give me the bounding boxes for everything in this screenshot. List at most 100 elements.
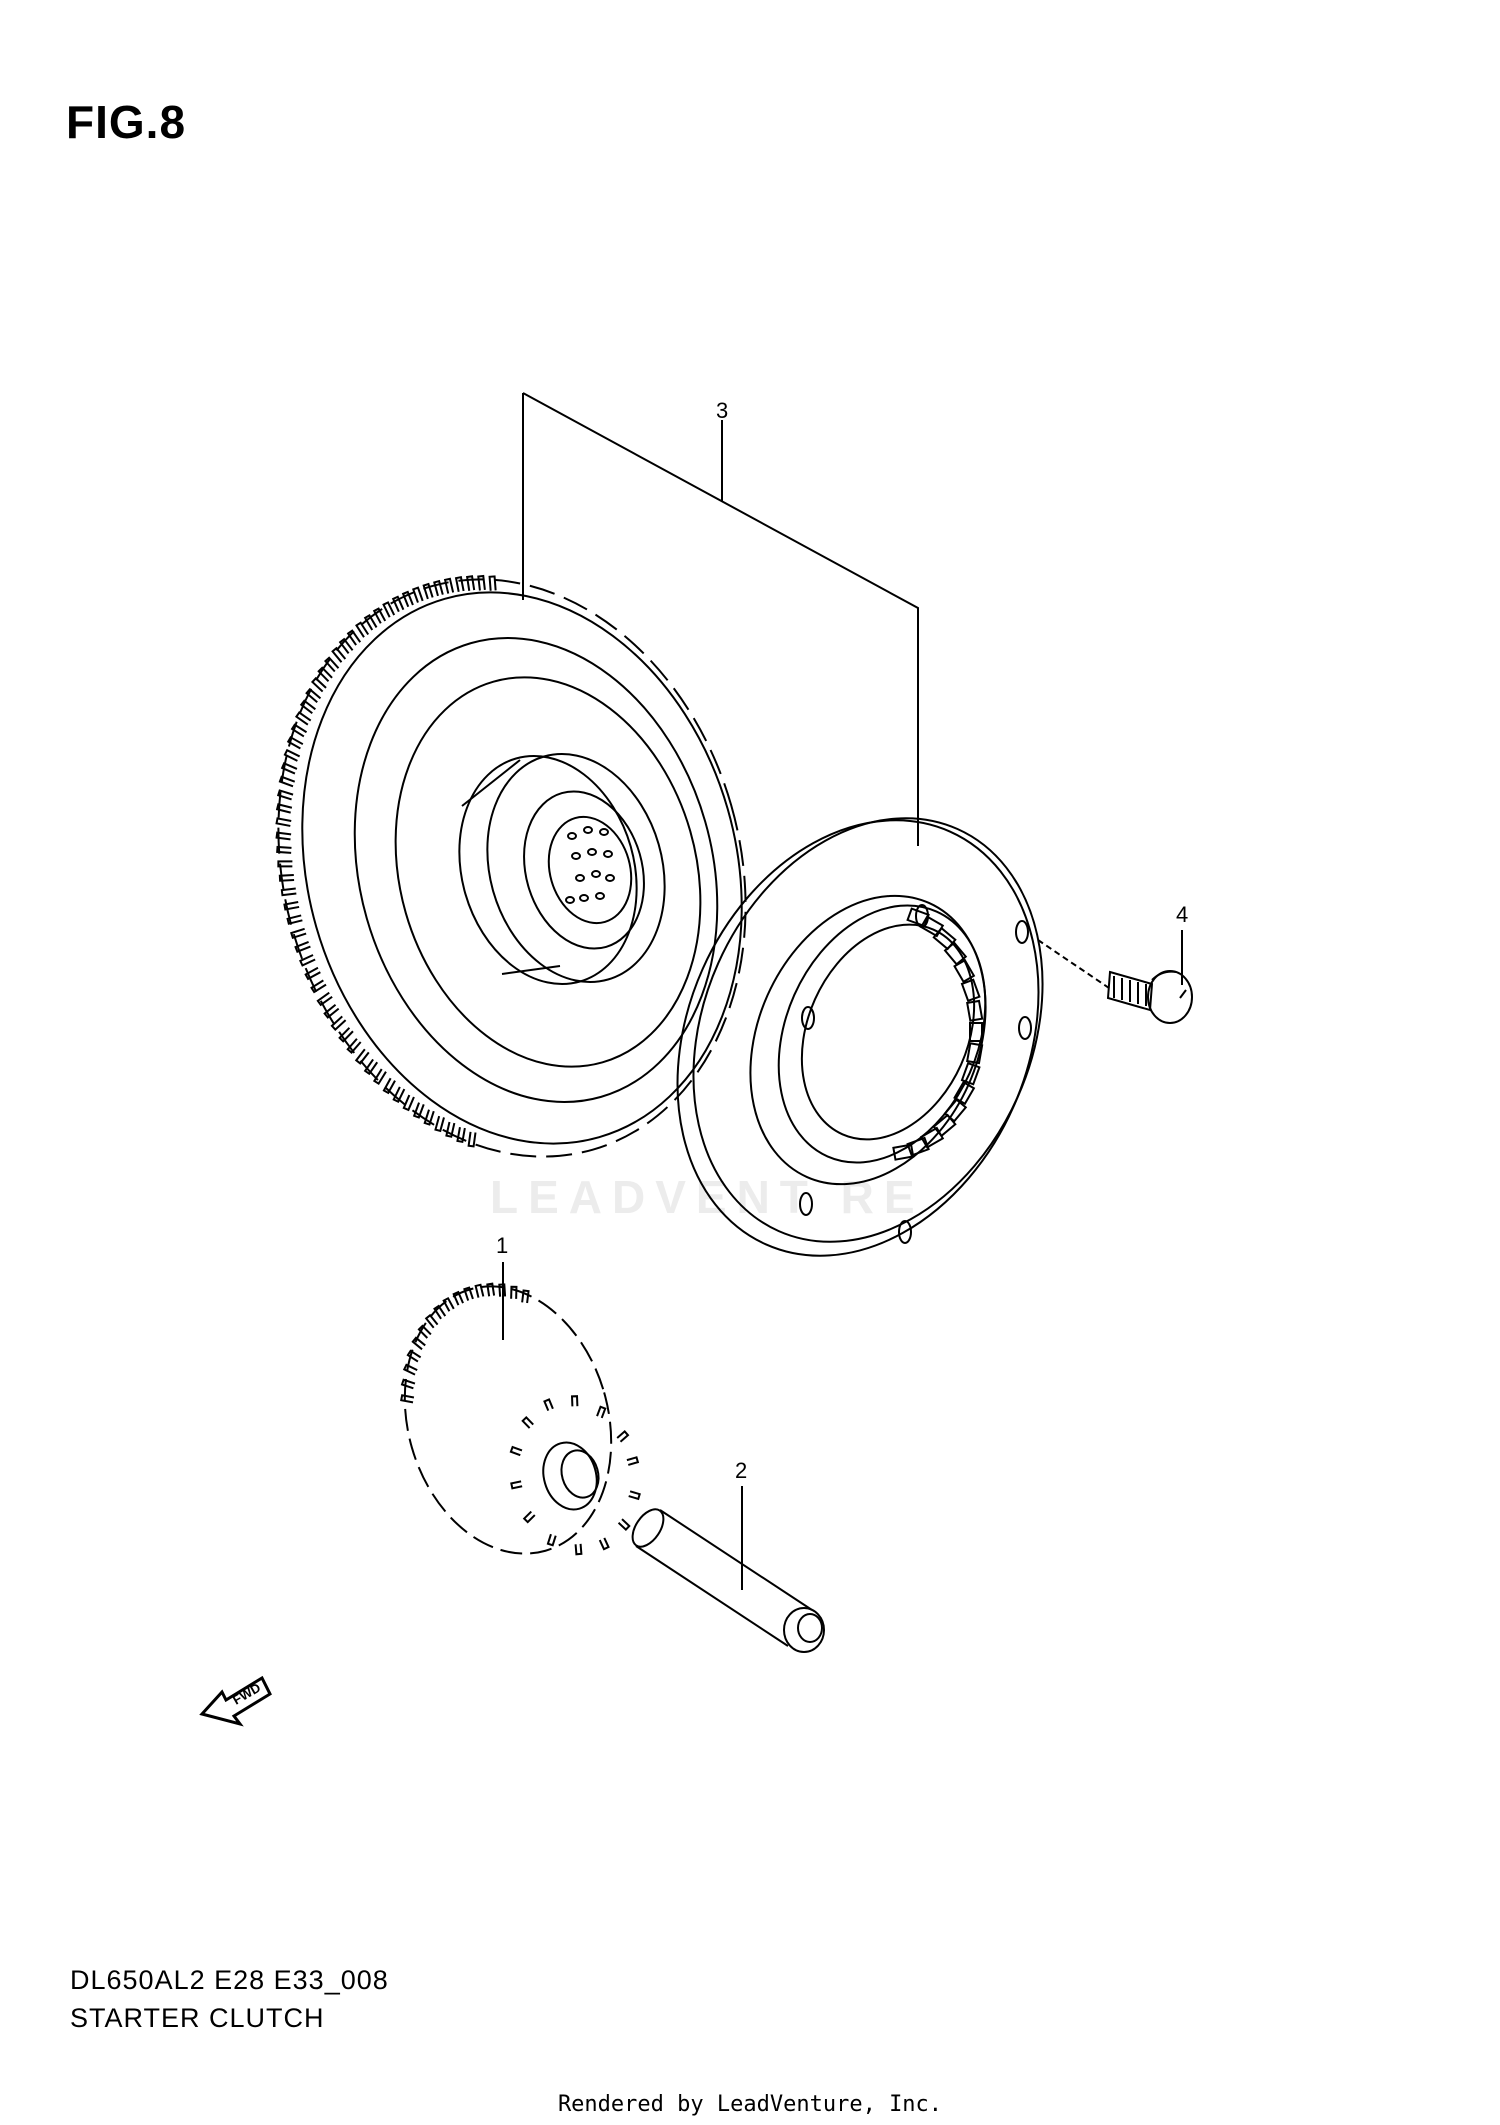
callout-label-4: 4 xyxy=(1176,902,1189,927)
gear-tooth xyxy=(382,601,396,618)
hub-hole xyxy=(591,870,601,878)
pinion-tooth xyxy=(626,1456,640,1466)
hub-hole xyxy=(565,896,575,904)
gear-tooth xyxy=(454,576,465,593)
clutch-roller xyxy=(919,1126,945,1149)
gear-tooth xyxy=(402,1094,415,1112)
gear-tooth xyxy=(456,1127,466,1144)
gear-tooth xyxy=(406,1349,422,1363)
gear-tooth xyxy=(443,577,455,594)
clutch-roller xyxy=(953,958,976,984)
clutch-roller xyxy=(966,999,984,1022)
gear-tooth xyxy=(510,1285,518,1299)
gear-tooth xyxy=(331,646,347,663)
pinion-tooth xyxy=(543,1398,554,1412)
gear-tooth xyxy=(290,723,308,738)
gear-tooth xyxy=(276,789,294,801)
gear-tooth xyxy=(521,1289,530,1304)
pinion-tooth xyxy=(522,1510,536,1524)
gear-tooth xyxy=(412,1102,425,1119)
gear-tooth xyxy=(401,590,414,608)
render-credit: Rendered by LeadVenture, Inc. xyxy=(557,2092,943,2117)
gear-tooth xyxy=(424,1313,439,1329)
gear-tooth xyxy=(275,817,292,827)
hub-hole xyxy=(567,832,577,840)
bolt-hole xyxy=(1015,920,1029,944)
pinion-tooth xyxy=(574,1543,583,1556)
clutch-roller xyxy=(906,1136,930,1157)
gear-tooth xyxy=(372,1068,387,1085)
pinion-tooth xyxy=(596,1405,607,1419)
gear-tooth xyxy=(277,860,293,868)
bolt-hole xyxy=(801,1006,815,1030)
figure-title: FIG.8 xyxy=(66,96,187,148)
gear-tooth xyxy=(392,1086,406,1104)
gear-tooth xyxy=(304,966,321,981)
bolt-hole xyxy=(799,1192,813,1216)
gear-tooth xyxy=(445,1121,456,1138)
gear-tooth xyxy=(294,941,311,953)
callout-label-2: 2 xyxy=(735,1458,748,1483)
gear-tooth xyxy=(400,1394,415,1404)
clutch-roller xyxy=(943,941,968,966)
bolt-part-4 xyxy=(1037,939,1193,1024)
callout-label-1: 1 xyxy=(496,1233,509,1258)
gear-tooth xyxy=(452,1290,464,1306)
clutch-roller xyxy=(892,1143,915,1161)
gear-tooth xyxy=(442,1296,455,1312)
gear-tooth xyxy=(316,991,333,1007)
gear-tooth xyxy=(363,613,378,631)
gear-tooth xyxy=(299,954,316,967)
gear-tooth xyxy=(346,1038,362,1054)
starter-clutch-one-way xyxy=(676,817,1044,1257)
hub-hole xyxy=(595,892,605,900)
gear-tooth xyxy=(310,676,327,693)
gear-tooth xyxy=(486,1282,496,1297)
bolt-hole xyxy=(1018,1016,1032,1040)
gear-tooth xyxy=(402,1363,418,1376)
gear-tooth xyxy=(465,575,476,591)
hub-hole xyxy=(605,874,615,882)
clutch-roller-cage xyxy=(892,907,984,1161)
gear-tooth xyxy=(477,574,486,591)
gear-tooth xyxy=(323,1003,340,1019)
gear-tooth xyxy=(391,595,405,613)
clutch-roller xyxy=(960,1061,981,1086)
gear-tooth xyxy=(276,845,292,854)
pinion-tooth xyxy=(598,1537,610,1551)
pinion-tooth xyxy=(521,1415,534,1429)
ring-gear-teeth xyxy=(275,574,497,1148)
gear-tooth xyxy=(463,1286,474,1301)
pinion-tooth xyxy=(616,1429,630,1443)
gear-tooth xyxy=(310,979,327,994)
idle-gear-teeth xyxy=(400,1282,530,1404)
hub-hole xyxy=(575,874,585,882)
gear-tooth xyxy=(280,762,298,775)
gear-tooth xyxy=(278,873,295,882)
gear-tooth xyxy=(275,803,293,814)
gear-tooth xyxy=(275,831,292,841)
model-code: DL650AL2 E28 E33_008 xyxy=(70,1965,389,1995)
gear-tooth xyxy=(305,687,322,703)
gear-tooth xyxy=(299,699,316,715)
gear-tooth xyxy=(278,775,296,788)
watermark-logo: LEADVENT RE xyxy=(490,1171,925,1223)
clutch-roller xyxy=(960,978,981,1003)
clutch-roller xyxy=(966,1042,984,1065)
gear-tooth xyxy=(346,629,362,646)
gear-tooth xyxy=(382,1077,396,1095)
hub-spline-holes xyxy=(565,826,615,904)
hub-hole xyxy=(599,828,609,836)
idle-gear-shaft-part-2 xyxy=(631,1508,825,1653)
gear-tooth xyxy=(412,586,424,603)
gear-tooth xyxy=(417,1324,432,1339)
gear-tooth xyxy=(434,1115,445,1133)
bolt-hole xyxy=(898,1220,912,1244)
gear-tooth xyxy=(283,901,300,911)
gear-tooth xyxy=(286,914,303,925)
bolt-hole xyxy=(915,904,929,928)
gear-tooth xyxy=(423,1109,435,1126)
gear-tooth xyxy=(372,607,387,624)
gear-tooth xyxy=(433,579,444,597)
gear-tooth xyxy=(422,582,434,600)
